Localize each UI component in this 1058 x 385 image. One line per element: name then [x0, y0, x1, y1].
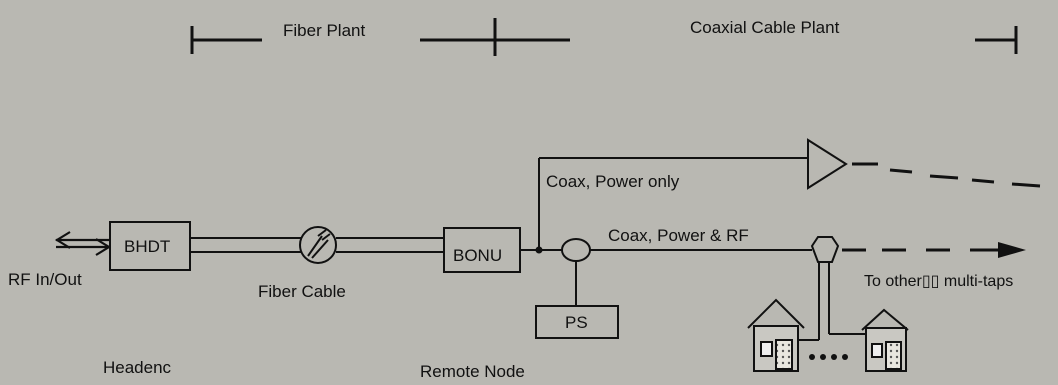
- headend-label: Headenc: [103, 358, 172, 377]
- ps-label: PS: [565, 313, 588, 332]
- multi-tap-icon: [810, 236, 840, 263]
- amplifier-triangle-icon: [807, 138, 848, 190]
- coaxial-cable-plant-label: Coaxial Cable Plant: [690, 18, 840, 37]
- coax-trunk-line: [520, 157, 812, 251]
- amplifier-continuation-dashes: [852, 162, 1041, 188]
- ps-box: [535, 305, 619, 339]
- more-homes-ellipsis: [809, 354, 848, 360]
- bhdt-label: BHDT: [124, 237, 171, 256]
- fiber-cable-label: Fiber Cable: [258, 282, 346, 301]
- coax-power-only-label: Coax, Power only: [546, 172, 680, 191]
- to-other-taps-arrowhead-icon: [998, 242, 1026, 258]
- fiber-cable-lines: [190, 237, 444, 253]
- bonu-label: BONU: [453, 246, 503, 265]
- fiber-plant-extent-marker: [190, 18, 570, 56]
- rf-in-out-label: RF In/Out: [8, 270, 82, 289]
- bhdt-box: [109, 221, 191, 271]
- coax-plant-extent-marker: [975, 26, 1018, 54]
- power-inserter-icon: [561, 238, 591, 306]
- coax-power-rf-label: Coax, Power & RF: [608, 226, 749, 245]
- fiber-plant-label: Fiber Plant: [283, 21, 366, 40]
- to-other-multi-taps-label: To other▯▯ multi-taps: [864, 273, 1014, 290]
- house-right-icon: [861, 308, 909, 372]
- house-left-icon: [747, 298, 805, 372]
- fiber-splice-icon: [299, 226, 337, 264]
- trunk-junction-dot: [535, 246, 543, 254]
- rf-in-out-arrows: [54, 231, 112, 256]
- remote-node-label: Remote Node: [420, 362, 525, 381]
